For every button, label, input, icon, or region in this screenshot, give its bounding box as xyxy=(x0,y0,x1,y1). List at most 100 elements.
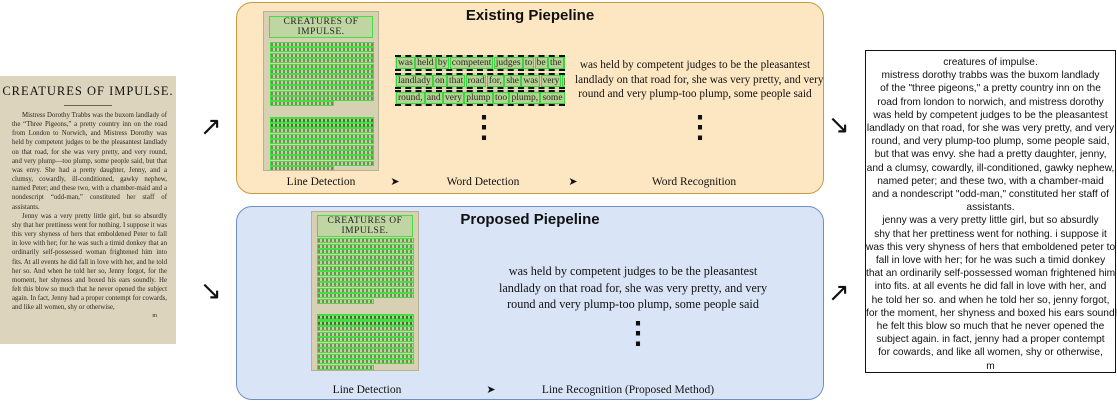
detected-word-box: to xyxy=(522,57,535,69)
detected-line-box xyxy=(270,90,374,96)
detected-line-box xyxy=(317,276,414,282)
detected-word-box: that xyxy=(446,75,466,87)
line-recognition-output: was held by competent judges to be the p… xyxy=(473,263,793,313)
output-text-line: subject again. in fact, jenny had a prop… xyxy=(876,334,1105,346)
output-text-line: creatures of impulse. xyxy=(943,57,1038,68)
detected-line-box xyxy=(270,166,334,170)
word-recognition-line: was held by competent judges to be the p… xyxy=(579,59,811,71)
output-text-line: that an ordinarily self-possessed woman … xyxy=(866,268,1116,280)
detected-word-box: plump, xyxy=(509,92,541,104)
output-text-line: road from london to norwich, and mistres… xyxy=(877,96,1104,108)
stage-arrow-icon: ➤ xyxy=(390,175,400,188)
word-detection-ellipsis: ⋮ xyxy=(469,111,499,144)
detected-line-box xyxy=(270,123,374,128)
word-recognition-ellipsis: ⋮ xyxy=(685,111,715,144)
existing-pipeline-box: Existing Piepeline CREATURES OF IMPULSE.… xyxy=(236,2,824,194)
line-recognition-ellipsis: ⋮ xyxy=(623,317,653,350)
detected-line-box xyxy=(317,293,414,298)
detected-line-box xyxy=(317,265,414,271)
output-text-line: and a nondescript "odd-man," constituted… xyxy=(872,189,1109,201)
detected-word-box: road xyxy=(465,75,487,87)
output-text-line: he felt this blow so much that he never … xyxy=(876,321,1105,333)
detected-line-box xyxy=(317,337,414,342)
arrow-existing-to-output-icon: ↘ xyxy=(828,110,850,140)
detected-word-box: very xyxy=(443,92,464,104)
detected-word-box: was xyxy=(396,57,415,69)
detected-line-box xyxy=(270,139,374,145)
output-text-line: landlady on that road, for she was very … xyxy=(866,123,1115,135)
scan-paragraph: Jenny was a very pretty little girl, but… xyxy=(12,212,167,312)
output-text-line: fall in love with her; for he was such a… xyxy=(875,255,1106,267)
proposed-line-detection-thumbnail: CREATURES OF IMPULSE. xyxy=(311,211,419,371)
detected-line-box xyxy=(317,331,414,337)
output-text-line: named peter; and these two, with a chamb… xyxy=(877,175,1104,187)
detected-word-box: judges xyxy=(493,57,523,69)
detected-line-box xyxy=(270,52,374,58)
word-recognition-output: was held by competent judges to be the p… xyxy=(575,58,824,102)
arrow-to-proposed-icon: ↘ xyxy=(200,276,222,306)
word-detection-line: landlady on that road for, she was very … xyxy=(395,73,565,89)
detected-line-box xyxy=(270,96,374,101)
detected-word-box: was xyxy=(521,75,541,87)
detected-word-box: very xyxy=(540,75,562,87)
detected-word-box: for, xyxy=(486,75,504,87)
output-text-line: shy that her prettiness went for nothing… xyxy=(874,228,1107,240)
detected-line-box xyxy=(270,133,374,139)
detected-line-box xyxy=(270,144,374,150)
output-text-line: for cowards, and like all women, shy or … xyxy=(878,347,1103,359)
stage-arrow-icon: ➤ xyxy=(486,383,496,396)
detected-line-box xyxy=(270,117,374,123)
detected-word-box: by xyxy=(435,57,450,69)
output-text-line: was this very shyness of hers that embol… xyxy=(866,241,1116,253)
stage-label-line-detection: Line Detection xyxy=(286,176,356,188)
scan-paragraph: Mistress Dorothy Trabbs was the buxom la… xyxy=(12,112,167,211)
detected-line-box xyxy=(317,348,414,353)
scan-page-mark: m xyxy=(152,313,157,320)
detected-line-box xyxy=(270,150,374,155)
scan-body: Mistress Dorothy Trabbs was the buxom la… xyxy=(0,111,176,322)
detected-line-box xyxy=(317,238,414,243)
detected-word-box: landlady xyxy=(396,75,433,87)
detected-line-box xyxy=(270,155,374,161)
output-text-line: jenny was a very pretty little girl, but… xyxy=(882,215,1099,227)
output-text-line: but that was envy. she had a pretty daug… xyxy=(874,149,1107,161)
output-text-line: was held by competent judges to be the p… xyxy=(873,109,1108,121)
detected-word-box: round, xyxy=(396,92,425,104)
proposed-pipeline-title: Proposed Piepeline xyxy=(460,211,600,228)
detected-word-box: and xyxy=(424,92,443,104)
detected-line-box xyxy=(270,42,374,47)
scan-rule xyxy=(64,105,112,106)
detected-word-box: the xyxy=(548,57,564,69)
line-recognition-line: round and very plump-too plump, some peo… xyxy=(507,297,759,311)
detected-line-box xyxy=(270,47,374,53)
stage-label-word-recognition: Word Recognition xyxy=(651,176,737,188)
output-text-line: mistress dorothy trabbs was the buxom la… xyxy=(881,70,1100,82)
input-scanned-page: CREATURES OF IMPULSE. Mistress Dorothy T… xyxy=(0,76,176,344)
detected-word-box: on xyxy=(433,75,447,87)
word-detection-line: round, and very plump too plump, some pe… xyxy=(395,90,565,106)
output-text-line: into fits. at all events he did fall in … xyxy=(874,281,1107,293)
detected-word-box: be xyxy=(534,57,548,69)
output-text-line: for the moment, her shyness and boxed hi… xyxy=(866,307,1117,319)
detected-line-box xyxy=(270,79,374,85)
detected-line-box xyxy=(270,74,374,80)
detected-line-box xyxy=(317,287,414,293)
detected-line-box xyxy=(317,243,414,249)
output-text-line: and a clumsy, cowardly, ill-conditioned,… xyxy=(866,162,1115,174)
word-recognition-line: landlady on that road for, she was very … xyxy=(575,73,824,86)
detected-line-box xyxy=(317,254,414,260)
detected-word-box: plump xyxy=(464,92,493,104)
detected-line-box xyxy=(317,298,374,304)
recognized-text-output: creatures of impulse. mistress dorothy tr… xyxy=(865,50,1117,373)
detected-line-box xyxy=(317,282,414,287)
line-recognition-line: landlady on that road for, she was very … xyxy=(498,280,768,295)
detected-line-box xyxy=(270,160,374,166)
line-recognition-line: was held by competent judges to be the p… xyxy=(508,264,758,278)
word-recognition-line: round and very plump-too plump, some peo… xyxy=(578,88,812,101)
existing-line-detection-thumbnail: CREATURES OF IMPULSE. xyxy=(263,11,379,171)
proposed-pipeline-box: Proposed Piepeline CREATURES OF IMPULSE.… xyxy=(236,206,824,400)
detected-line-box xyxy=(317,359,414,364)
stage-label-line-recognition: Line Recognition (Proposed Method) xyxy=(541,384,715,396)
arrow-to-existing-icon: ↗ xyxy=(200,112,222,142)
detected-line-box xyxy=(270,128,374,134)
